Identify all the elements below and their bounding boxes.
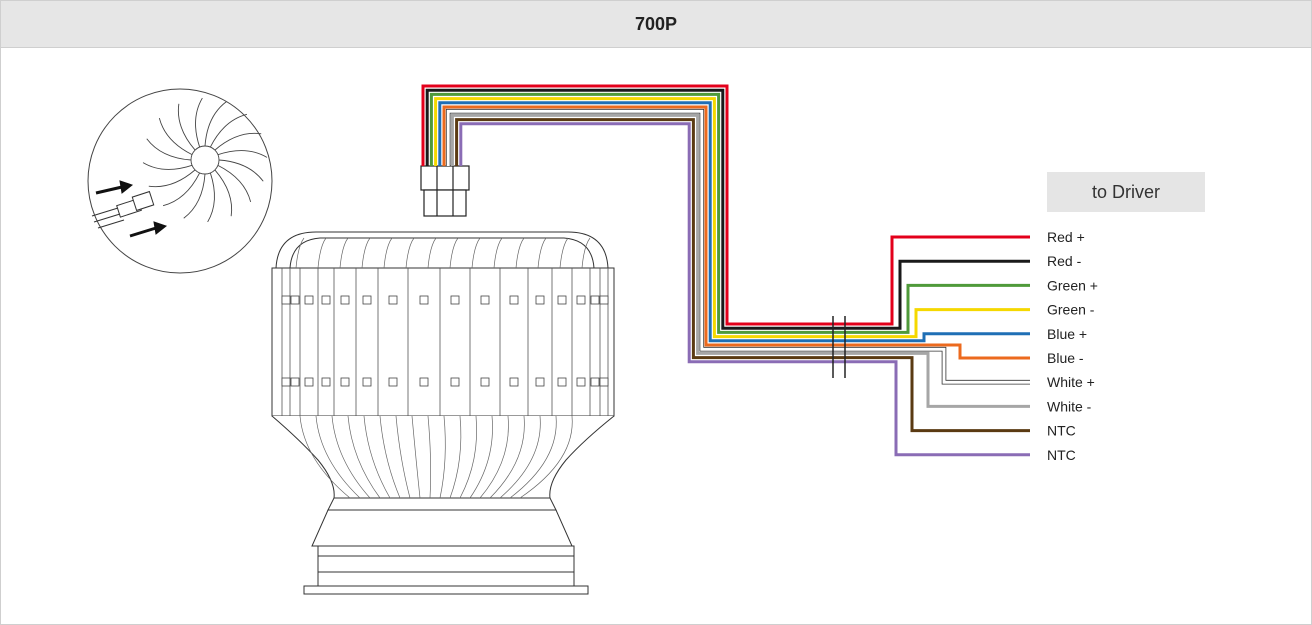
wire-label: Red - [1047, 253, 1082, 269]
wire-label-list: Red + Red - Green + Green - Blue + Blue - Whit… [1047, 229, 1098, 463]
wire-label: Red + [1047, 229, 1085, 245]
connector-detail-inset [87, 88, 273, 274]
wire-3 [434, 97, 1030, 339]
wire-1 [425, 88, 1030, 330]
wire-label: Blue + [1047, 326, 1087, 342]
plug-detail-icon [91, 190, 155, 229]
driver-label: to Driver [1047, 172, 1205, 212]
wire-0 [421, 84, 1030, 326]
wire-5 [442, 105, 1030, 360]
wire-8 [455, 118, 1030, 433]
connector-plug [420, 165, 470, 217]
wire-label: Green - [1047, 302, 1095, 318]
wire-7 [450, 113, 1030, 408]
wire-9 [459, 122, 1030, 457]
page-title: 700P [1, 1, 1311, 48]
wire-label: Green + [1047, 277, 1098, 293]
wire-6 [446, 109, 1030, 384]
wire-label: White - [1047, 398, 1092, 414]
wire-4 [438, 101, 1030, 343]
lamp-illustration [271, 231, 615, 595]
wire-2 [429, 92, 1030, 334]
wire-label: NTC [1047, 423, 1076, 439]
wire-label: NTC [1047, 447, 1076, 463]
cable-break-mark [832, 316, 846, 378]
arrow-icon [95, 180, 168, 238]
wire-bundle [421, 84, 1030, 457]
wire-label: White + [1047, 374, 1095, 390]
wire-label: Blue - [1047, 350, 1084, 366]
